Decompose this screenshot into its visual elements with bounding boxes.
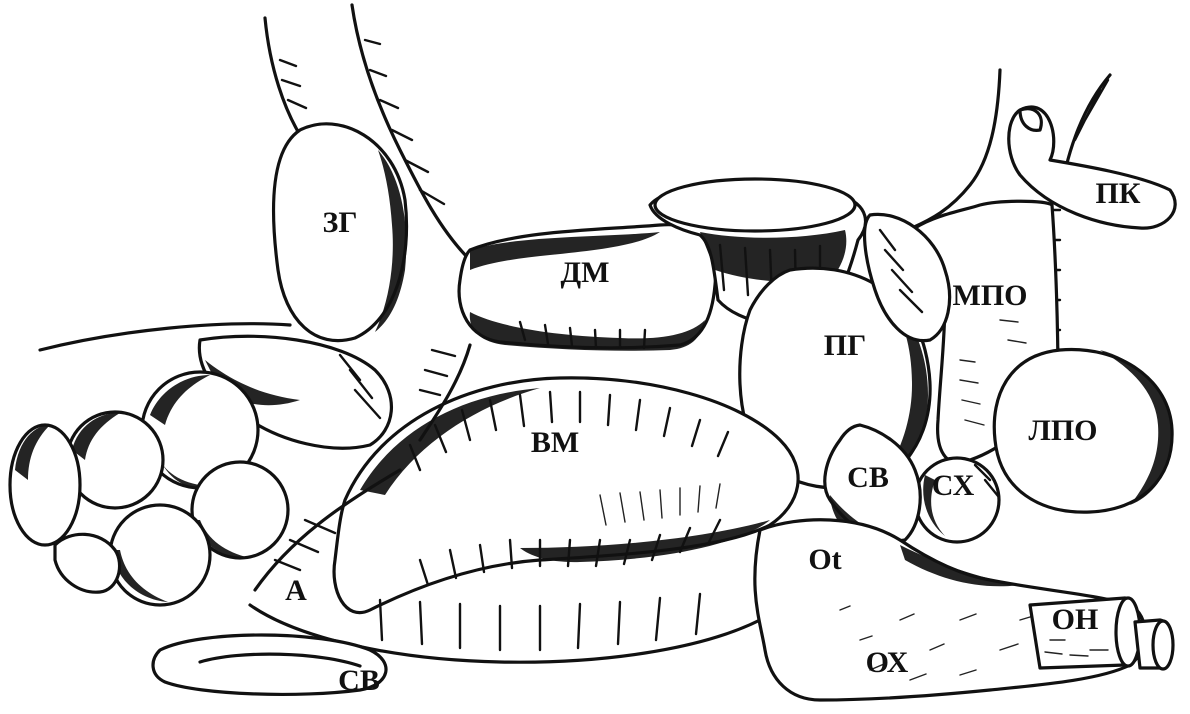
label-pg: ПГ [824, 329, 866, 362]
vm-structure [334, 378, 798, 613]
label-a: А [285, 574, 307, 607]
label-sv-bottom: СВ [338, 664, 380, 697]
label-dm: ДМ [561, 256, 610, 289]
label-sx: СХ [932, 469, 975, 502]
label-ox: ОХ [866, 646, 909, 679]
label-lpo: ЛПО [1028, 414, 1097, 447]
label-sv-mid: СВ [847, 461, 889, 494]
label-ot: Ot [808, 543, 841, 576]
label-vm: ВМ [531, 426, 579, 459]
label-on: ОН [1052, 603, 1099, 636]
label-zg: ЗГ [323, 206, 358, 239]
label-pk: ПК [1095, 177, 1140, 210]
label-mpo: МПО [953, 279, 1028, 312]
